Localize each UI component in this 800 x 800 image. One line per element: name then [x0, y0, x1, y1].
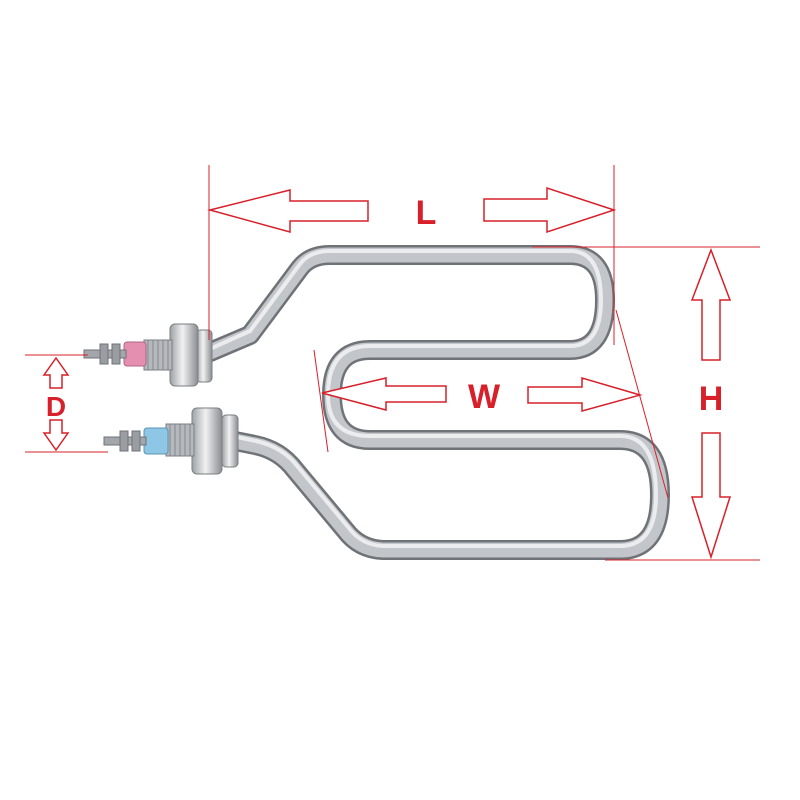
hollow-arrow-icon	[42, 186, 732, 560]
w-arrow-right	[527, 376, 643, 412]
top-stud-nut-2	[111, 343, 121, 365]
bottom-nut	[191, 407, 223, 475]
h-arrow-down	[690, 432, 732, 560]
w-arrow-left	[321, 377, 447, 411]
d-arrow-down	[42, 419, 70, 452]
top-stud-nut	[99, 343, 109, 365]
bottom-stud-nut-2	[131, 430, 141, 452]
tube-highlight	[210, 249, 658, 548]
top-insulator	[123, 341, 147, 367]
top-terminal	[83, 323, 213, 387]
height-label: H	[699, 380, 724, 418]
width-label: W	[468, 378, 501, 416]
top-nut	[169, 323, 199, 387]
l-arrow-left	[207, 189, 369, 233]
bottom-stud-nut	[119, 430, 129, 452]
l-arrow-right	[483, 186, 617, 234]
w-right-extension	[615, 309, 669, 499]
h-arrow-up	[690, 247, 732, 361]
distance-label: D	[46, 391, 66, 422]
bottom-insulator	[143, 427, 169, 455]
w-left-extension	[313, 349, 329, 453]
heating-element-icon	[200, 245, 670, 560]
length-label: L	[416, 194, 437, 232]
bottom-terminal	[103, 407, 239, 475]
d-arrow-up	[42, 356, 70, 389]
bottom-flange	[221, 414, 239, 468]
dimension-lines	[25, 165, 760, 561]
